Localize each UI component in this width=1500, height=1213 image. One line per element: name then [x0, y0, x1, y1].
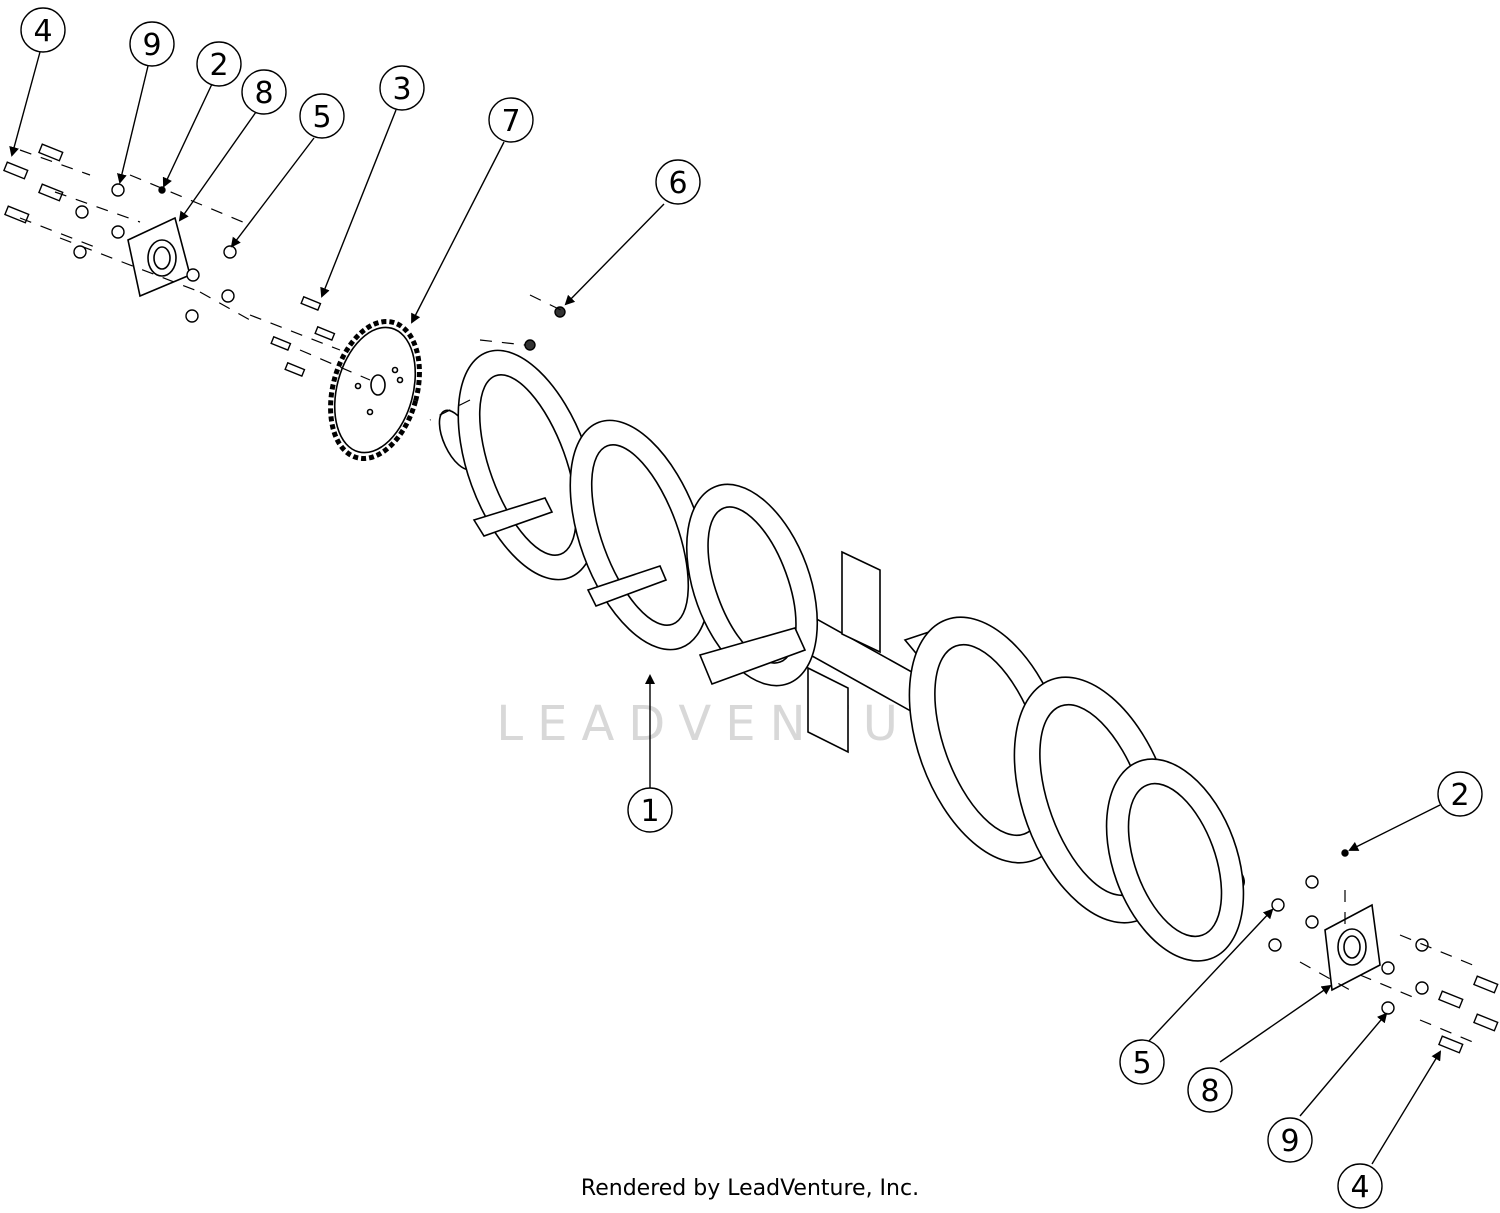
hardware-right [1268, 849, 1499, 1054]
nut-right-1 [1271, 898, 1285, 912]
callout-label-4-right: 4 [1350, 1170, 1369, 1205]
washer-left-2 [75, 205, 89, 219]
hardware-left [3, 143, 566, 377]
callout-label-1: 1 [640, 794, 659, 829]
callout-circle-5-right [1119, 1039, 1165, 1085]
paddle-1 [472, 497, 554, 537]
carriage-bolt-3 [270, 335, 292, 351]
bolt-right-4 [1438, 1035, 1464, 1054]
callout-circle-8-left [241, 69, 287, 115]
washer-right-4 [1381, 1001, 1395, 1015]
auger-assembly [438, 349, 1245, 962]
callout-circle-6 [655, 159, 701, 205]
callout-label-2-right: 2 [1450, 778, 1469, 813]
sprocket [328, 319, 422, 461]
bolt-left-2 [38, 143, 64, 162]
center-bracket-lower [807, 666, 849, 754]
bolt-left-3 [38, 183, 64, 202]
callout-label-5-left: 5 [312, 100, 331, 135]
callout-circle-1 [627, 787, 673, 833]
callout-label-7: 7 [501, 104, 520, 139]
bolt-left-1 [3, 161, 29, 180]
callout-circle-3 [379, 65, 425, 111]
nut-left-4 [185, 309, 199, 323]
callout-label-3: 3 [392, 72, 411, 107]
carriage-bolt-1 [300, 295, 322, 311]
bolt-right-3 [1473, 1013, 1499, 1032]
setscrew-left [158, 186, 166, 194]
washer-left-1 [111, 183, 125, 197]
washer-right-1 [1415, 938, 1429, 952]
washer-right-3 [1415, 981, 1429, 995]
washer-left-3 [111, 225, 125, 239]
setscrew-right [1341, 849, 1349, 857]
callouts [9, 7, 1483, 1209]
callout-circle-7 [488, 97, 534, 143]
nut-right-4 [1268, 938, 1282, 952]
callout-label-8-right: 8 [1200, 1074, 1219, 1109]
nut-left-1 [223, 245, 237, 259]
center-bracket-upper [841, 550, 881, 654]
callout-circle-9-right [1267, 1117, 1313, 1163]
callout-label-9-right: 9 [1280, 1124, 1299, 1159]
carriage-bolt-4 [284, 361, 306, 377]
carriage-bolt-2 [314, 325, 336, 341]
bolt-right-2 [1438, 990, 1464, 1009]
callout-circle-9-left [129, 21, 175, 67]
callout-circle-2-left [196, 41, 242, 87]
auger-flight-6 [1105, 758, 1245, 962]
washer-left-4 [73, 245, 87, 259]
callout-circle-4-right [1337, 1163, 1383, 1209]
nut-left-3 [221, 289, 235, 303]
nut-right-2 [1305, 875, 1319, 889]
bolt-right-1 [1473, 975, 1499, 994]
bearing-left [127, 216, 191, 298]
footer-credit: Rendered by LeadVenture, Inc. [580, 1176, 920, 1201]
callout-circle-2-right [1437, 771, 1483, 817]
washer-right-2 [1381, 961, 1395, 975]
callout-labels: 4 9 2 8 5 3 7 6 1 2 5 8 9 4 [33, 14, 1469, 1205]
callout-label-6: 6 [668, 166, 687, 201]
callout-label-4-left: 4 [33, 14, 52, 49]
callout-circle-5-left [299, 93, 345, 139]
nut-part6-2 [524, 339, 536, 351]
nut-part6-1 [554, 306, 566, 318]
alignment-lines [19, 149, 1481, 1046]
paddle-3 [698, 627, 807, 686]
bearing-right [1324, 903, 1381, 992]
nut-right-3 [1305, 915, 1319, 929]
callout-label-5-right: 5 [1132, 1046, 1151, 1081]
paddle-2 [586, 565, 668, 607]
nut-left-2 [186, 268, 200, 282]
callout-circle-4-left [20, 7, 66, 53]
callout-label-8-left: 8 [254, 76, 273, 111]
callout-label-2-left: 2 [209, 48, 228, 83]
callout-circle-8-right [1187, 1067, 1233, 1113]
callout-label-9-left: 9 [142, 28, 161, 63]
